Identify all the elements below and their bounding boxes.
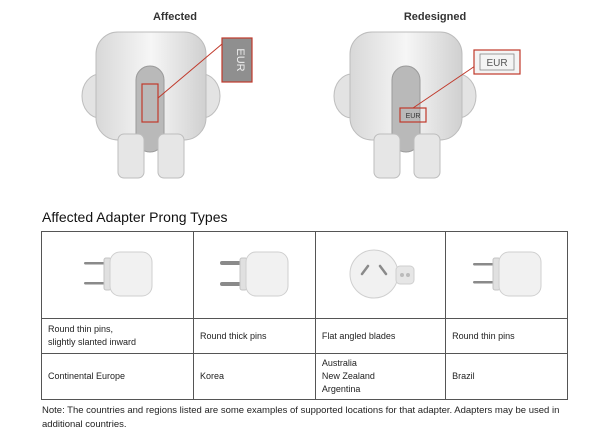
footnote: Note: The countries and regions listed a…: [42, 405, 560, 430]
table-row: Round thin pins, slightly slanted inward…: [40, 318, 568, 354]
pin-type-cell: Round thin pins, slightly slanted inward: [40, 318, 195, 354]
svg-text:EUR: EUR: [406, 113, 421, 120]
affected-adapter-photo: EUR: [81, 31, 253, 179]
redesigned-zoom-text: EUR: [486, 58, 507, 69]
table-row: [40, 231, 568, 319]
pin-type-cell: Round thick pins: [193, 318, 316, 354]
pin-type-cell: Round thin pins: [445, 318, 568, 354]
table-cell: [445, 231, 568, 319]
redesigned-adapter-photo: EUR EUR: [333, 31, 521, 179]
location-cell: Korea: [193, 353, 316, 400]
section-title: Affected Adapter Prong Types: [42, 209, 228, 225]
affected-label: Affected: [152, 11, 197, 23]
location-cell: Continental Europe: [40, 353, 195, 400]
prong-types-table: Round thin pins, slightly slanted inward…: [40, 231, 568, 400]
table-cell: [40, 231, 195, 319]
round-pins-plug-icon: [83, 251, 152, 297]
redesigned-label: Redesigned: [403, 11, 467, 23]
table-row: Continental Europe Korea Australia New Z…: [40, 353, 568, 400]
table-cell: [314, 231, 447, 319]
flat-angled-blades-plug-icon: [349, 249, 415, 299]
location-cell: Australia New Zealand Argentina: [314, 353, 447, 400]
affected-zoom-text: EUR: [234, 48, 246, 71]
round-thin-pins-plug-icon: [472, 251, 542, 297]
pin-type-cell: Flat angled blades: [314, 318, 447, 354]
round-thick-pins-plug-icon: [220, 251, 289, 297]
table-cell: [193, 231, 316, 319]
location-cell: Brazil: [445, 353, 568, 400]
